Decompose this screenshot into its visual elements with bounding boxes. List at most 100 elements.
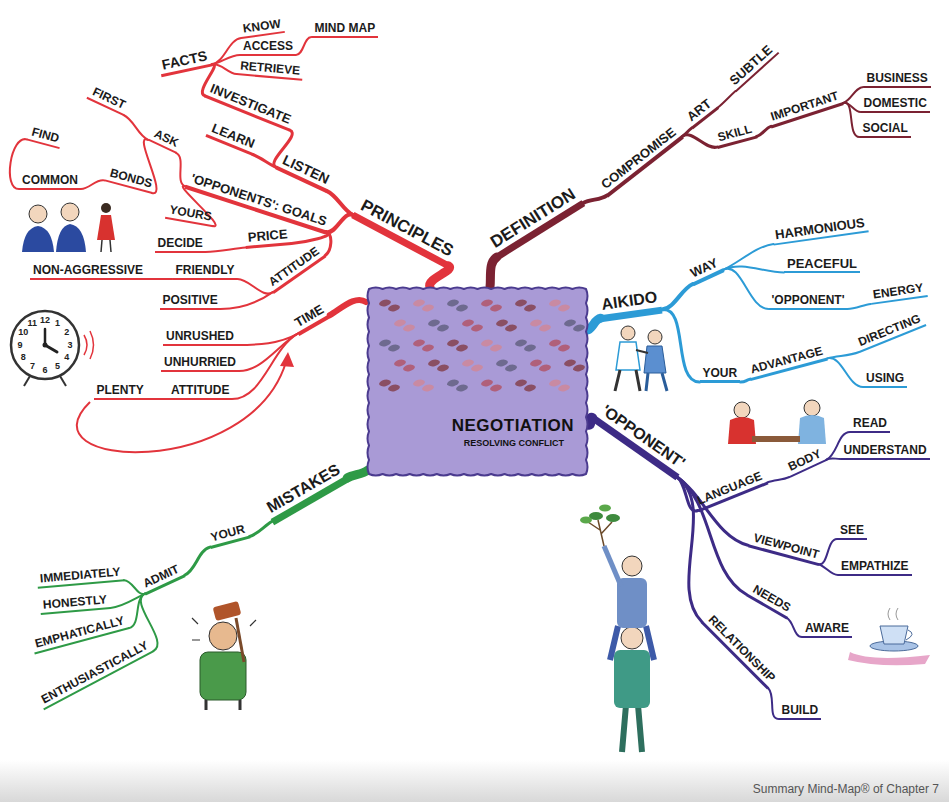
aikido-figures [615, 326, 667, 391]
branch-word: DOMESTIC [861, 97, 930, 113]
footprint [572, 364, 585, 373]
people-figures-part [22, 226, 54, 252]
branch-word: ADMIT [139, 561, 186, 595]
aikido-figures-part [636, 350, 648, 353]
branch-line [682, 135, 717, 148]
mallet-figure-part [236, 618, 244, 662]
branch-word: HONESTLY [39, 593, 110, 615]
branch-word: EMPHATICALLY [31, 614, 130, 654]
footprint [557, 344, 570, 353]
footprint [461, 319, 474, 328]
footprint [455, 344, 468, 353]
branch-word: BONDS [104, 166, 156, 194]
footprint [563, 359, 576, 368]
footprint [470, 324, 483, 333]
footprint [480, 379, 493, 388]
footprint [504, 364, 517, 373]
branch-line [124, 115, 148, 140]
footprint [427, 359, 440, 368]
branch-word: EMPATHIZE [838, 560, 912, 576]
branch-word: SEE [837, 524, 867, 540]
branch-word: LANGUAGE [692, 468, 767, 511]
branch-word: BUILD [779, 704, 822, 720]
clock-numeral: 3 [68, 341, 73, 350]
branch-line [296, 37, 312, 55]
branch-line [232, 334, 298, 399]
footprint [548, 339, 561, 348]
branch-word: ENERGY [869, 281, 927, 304]
shoulder-figures-part [606, 514, 620, 522]
branch-word: UNDERSTAND [841, 444, 930, 460]
footprint [480, 299, 493, 308]
branch-word: POSITIVE [160, 294, 221, 310]
shoulder-figures-part [610, 626, 654, 660]
people-figures-part [101, 240, 102, 252]
mallet-figure-part [213, 601, 242, 621]
people-figures-part [101, 203, 111, 213]
branch-word: IMPORTANT [766, 88, 844, 127]
footprint [427, 319, 440, 328]
clock-numeral: 11 [28, 319, 38, 328]
clock-numeral: 4 [64, 353, 69, 362]
branch-line [818, 539, 837, 564]
loop-arrow-part [280, 352, 294, 367]
branch-word: READ [850, 417, 890, 433]
branch-line [827, 458, 841, 459]
teacup-part [880, 626, 908, 644]
branch-line [843, 103, 859, 137]
branch-word: NEEDS [746, 581, 795, 619]
branch-word: ATTITUDE [168, 384, 232, 400]
footprint [436, 364, 449, 373]
footprint [523, 384, 536, 393]
branch-line [176, 153, 185, 186]
branch-line [221, 292, 273, 309]
footprint [514, 339, 527, 348]
branch-line [212, 38, 241, 64]
branch-line [843, 103, 860, 112]
footprint [393, 319, 406, 328]
footprint [514, 379, 527, 388]
branch-line [147, 398, 169, 400]
branch-word: FIRST [86, 84, 129, 115]
clock-drawing [11, 311, 94, 386]
branch-word: DIRECTING [854, 311, 927, 352]
branch-line [325, 232, 331, 255]
conversation-figures-part [728, 417, 756, 444]
teacup-part [906, 630, 912, 640]
branch-word: USING [863, 372, 907, 388]
branch-word: ART [682, 95, 719, 129]
branch-word: MISTAKES [261, 459, 349, 524]
branch-word: FIND [27, 125, 64, 149]
mallet-figure-part [206, 700, 240, 710]
clock-numeral: 6 [43, 366, 48, 375]
conversation-figures-part [798, 415, 826, 444]
footprint [412, 379, 425, 388]
footprint [421, 344, 434, 353]
aikido-figures-part [646, 373, 667, 391]
people-figures-part [29, 205, 47, 223]
footprint [538, 364, 551, 373]
branch-word: YOURS [165, 203, 216, 227]
footprint [455, 304, 468, 313]
branch-word: 'OPPONENT' [769, 294, 848, 310]
footprint [436, 324, 449, 333]
branch-word: FACTS [158, 47, 213, 76]
conversation-figures-part [734, 402, 750, 418]
branch-line [662, 284, 693, 310]
footprint [402, 324, 415, 333]
people-figures-part [97, 215, 115, 240]
branch-word: TIME [289, 300, 330, 335]
branch-line [787, 618, 802, 637]
loop-arrow [77, 352, 294, 452]
clock-numeral: 8 [21, 353, 26, 362]
branch-word: YOUR [700, 367, 741, 384]
topic-outline [365, 285, 590, 478]
branch-line [718, 91, 736, 108]
branch-line [212, 64, 236, 74]
footprint [378, 379, 391, 388]
teacup [848, 608, 930, 665]
branch-line [818, 564, 838, 575]
branch-word: HARMONIOUS [771, 215, 869, 245]
teacup-part [848, 652, 930, 665]
footprint [563, 319, 576, 328]
